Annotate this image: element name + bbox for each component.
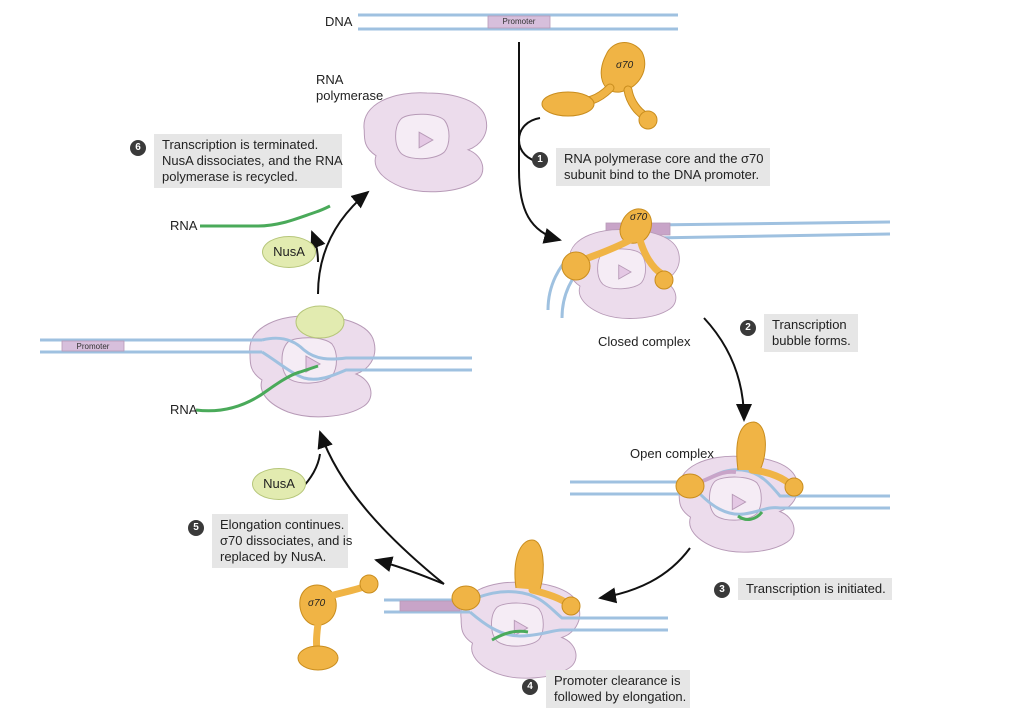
closed-complex xyxy=(546,208,891,319)
rna-label-left: RNA xyxy=(170,402,198,417)
arrow-clearance-to-sigma-release xyxy=(374,556,445,585)
promoter-label-left: Promoter xyxy=(76,342,110,351)
step-6-number: 6 xyxy=(130,140,146,156)
step-1-text: RNA polymerase core and the σ70 subunit … xyxy=(556,148,770,186)
nusa-top: NusA xyxy=(262,236,316,268)
promoter-label-top: Promoter xyxy=(502,17,536,26)
step-6-text: Transcription is terminated. NusA dissoc… xyxy=(154,134,343,188)
binding-bracket xyxy=(517,117,541,163)
closed-complex-label: Closed complex xyxy=(598,334,691,349)
arrow-to-nusa-release xyxy=(310,230,326,263)
arrow-open-to-clearance xyxy=(598,547,691,604)
sigma-label-closed: σ70 xyxy=(630,212,648,223)
step-3-text: Transcription is initiated. xyxy=(738,578,892,600)
elongation-complex xyxy=(40,305,472,418)
arrow-clearance-to-elongation xyxy=(317,430,445,585)
step-5-text: Elongation continues. σ70 dissociates, a… xyxy=(212,514,352,568)
sigma-label-top: σ70 xyxy=(616,60,634,71)
sigma-label-free: σ70 xyxy=(308,598,326,609)
step-2-text: Transcription bubble forms. xyxy=(764,314,858,352)
rna-polymerase-core-top xyxy=(363,92,488,193)
sigma-subunit-free-top xyxy=(541,42,658,130)
step-5-number: 5 xyxy=(188,520,204,536)
open-complex xyxy=(570,421,890,553)
top-dna xyxy=(358,13,678,31)
step-2-number: 2 xyxy=(740,320,756,336)
rna-label-top: RNA xyxy=(170,218,198,233)
promoter-clearance-complex xyxy=(384,539,668,679)
arrow-closed-to-open xyxy=(703,317,752,422)
step-1-number: 1 xyxy=(532,152,548,168)
rna-polymerase-label: RNA polymerase xyxy=(316,72,384,103)
dna-label: DNA xyxy=(325,14,353,29)
open-complex-label: Open complex xyxy=(630,446,714,461)
arrow-elongation-to-termination xyxy=(317,190,370,295)
step-4-text: Promoter clearance is followed by elonga… xyxy=(546,670,690,708)
nusa-bottom: NusA xyxy=(252,468,306,500)
binding-arrow xyxy=(518,42,562,244)
step-4-number: 4 xyxy=(522,679,538,695)
released-rna xyxy=(200,204,331,228)
step-3-number: 3 xyxy=(714,582,730,598)
sigma-subunit-free-bottom xyxy=(297,574,379,671)
